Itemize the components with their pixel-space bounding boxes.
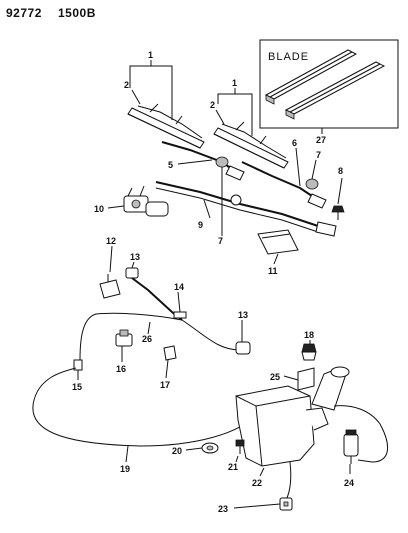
pump-connector-23 <box>279 461 293 511</box>
wiper-arm-right <box>241 161 327 209</box>
callout-25: 25 <box>270 372 280 382</box>
blade-refill-upper <box>264 49 358 105</box>
blade-inset: BLADE 27 <box>259 39 399 145</box>
callout-2: 2 <box>124 80 129 90</box>
wiper-motor <box>123 185 169 217</box>
callout-8: 8 <box>338 166 343 176</box>
wiper-linkage <box>155 181 337 237</box>
callout-23: 23 <box>218 504 228 514</box>
wiper-blade-left <box>127 103 205 149</box>
blade-inset-title: BLADE <box>268 51 309 63</box>
reservoir-cap-nut-18 <box>301 343 317 361</box>
callout-27: 27 <box>316 135 326 145</box>
pivot-nut-right <box>305 178 319 190</box>
callout-24: 24 <box>344 478 354 488</box>
callout-5: 5 <box>168 160 173 170</box>
callout-20: 20 <box>172 446 182 456</box>
hose-joint-14 <box>173 311 187 319</box>
bracket-12 <box>99 274 121 299</box>
callout-10: 10 <box>94 204 104 214</box>
callout-21: 21 <box>228 462 238 472</box>
washer-nozzle-upper <box>125 267 139 279</box>
callout-12: 12 <box>106 236 116 246</box>
callout-1: 1 <box>148 50 153 60</box>
clip-16 <box>115 329 133 347</box>
wiper-blade-right <box>213 121 289 169</box>
wiper-arm-left <box>161 141 245 181</box>
callout-17: 17 <box>160 380 170 390</box>
callout-19: 19 <box>120 464 130 474</box>
mount-bolt <box>331 205 345 220</box>
screw-21 <box>235 439 245 454</box>
washer-reservoir <box>235 385 329 467</box>
callout-13-lower: 13 <box>238 310 248 320</box>
blade-inset-frame <box>259 39 399 129</box>
clip-17 <box>163 345 177 361</box>
washer-pump-24 <box>343 429 359 464</box>
callout-14: 14 <box>174 282 184 292</box>
washer-hose-19 <box>32 367 251 447</box>
callout-13-upper: 13 <box>130 252 140 262</box>
washer-nozzle-lower <box>235 341 251 355</box>
callout-6: 6 <box>292 138 297 148</box>
callout-11: 11 <box>268 266 278 276</box>
reservoir-filler-neck <box>311 366 350 411</box>
callout-18: 18 <box>304 330 314 340</box>
grommet-20 <box>201 442 219 454</box>
pump-hose <box>333 405 388 463</box>
blade-refill-lower <box>284 61 386 120</box>
callout-22: 22 <box>252 478 262 488</box>
cowl-cover-piece <box>257 229 299 255</box>
callout-7-left: 7 <box>218 236 223 246</box>
pivot-nut-left <box>215 156 229 214</box>
callout-16: 16 <box>116 364 126 374</box>
callout-1-right: 1 <box>232 78 237 88</box>
callout-15: 15 <box>72 382 82 392</box>
callout-9: 9 <box>198 220 203 230</box>
callout-7-right: 7 <box>316 150 321 160</box>
diagram-code: 92772 <box>6 6 42 20</box>
diagram-subcode: 1500B <box>58 6 96 20</box>
reservoir-bracket-25 <box>297 367 315 391</box>
callout-26: 26 <box>142 334 152 344</box>
callout-2-right: 2 <box>210 100 215 110</box>
